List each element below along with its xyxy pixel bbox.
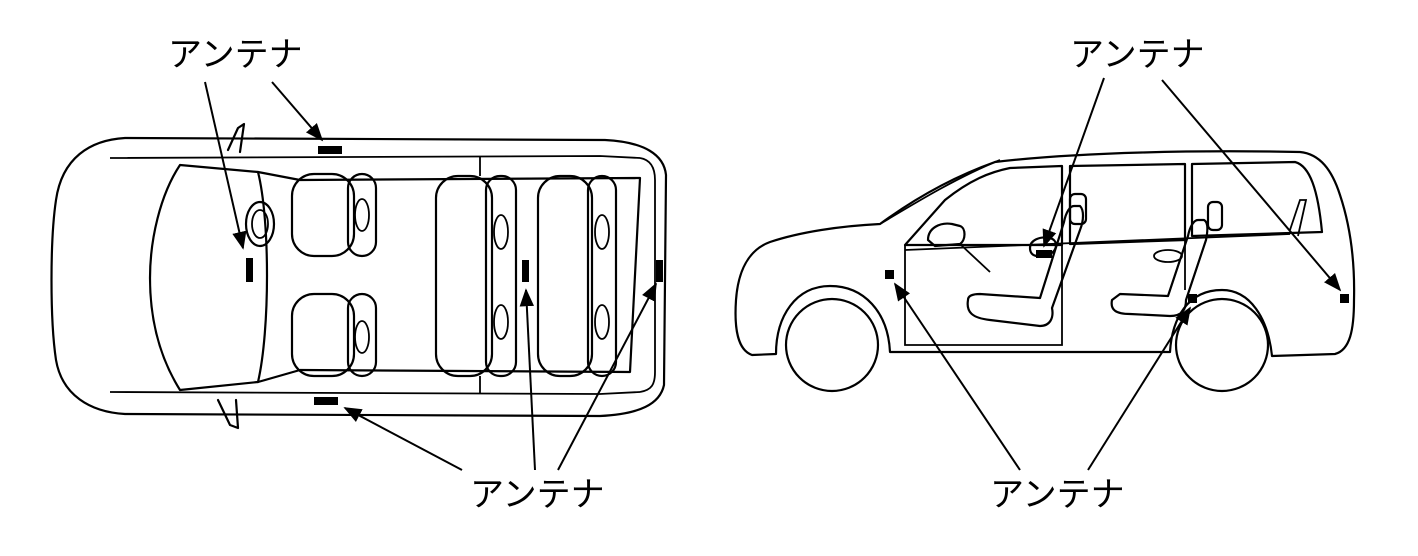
arrow-bottom-3 [557, 282, 657, 471]
side-view-antenna-rear-bumper [1340, 294, 1349, 303]
side-view-dash-seat [926, 222, 966, 248]
side-view-body-outline [734, 150, 1356, 358]
top-view-headrest-5 [594, 214, 610, 250]
arrow-side-bottom-2 [1087, 306, 1191, 471]
side-view-rear-wheel [1174, 297, 1270, 393]
side-view-antenna-rear-floor [1188, 294, 1197, 303]
side-view-front-seat [966, 204, 1085, 328]
top-view-second-row-back [484, 174, 518, 378]
side-view-rear-headrest [1206, 200, 1224, 232]
top-view-antenna-front-center [246, 258, 253, 282]
top-view-front-seat-right-back [346, 292, 378, 378]
top-view-rail-lower [109, 391, 641, 395]
top-view-headrest-3 [493, 214, 509, 250]
top-view-front-seat-left-back [346, 172, 378, 258]
arrow-side-top-2 [1161, 79, 1342, 292]
side-view-window-rear [1190, 160, 1324, 238]
side-view-front-wheel [784, 297, 880, 393]
label-antenna-top-view-lower: アンテナ [470, 475, 605, 515]
top-view-rail-upper [109, 155, 641, 159]
side-view-antenna-front-door [885, 270, 894, 279]
label-antenna-side-view-lower: アンテナ [990, 475, 1125, 515]
arrow-side-bottom-1 [893, 282, 1021, 471]
side-view-window-front [903, 164, 1064, 247]
arrow-side-top-1 [1042, 77, 1105, 248]
top-view-headrest-1 [354, 198, 370, 232]
top-view-antenna-center [522, 260, 529, 282]
arrow-top-1 [271, 81, 324, 142]
side-view-third-row [1289, 199, 1308, 237]
top-view-front-seat-left [290, 172, 356, 258]
side-view-roof-line [879, 159, 1001, 225]
top-view-mirror-lower [216, 398, 240, 430]
side-view-antenna-console [1036, 250, 1052, 258]
side-view-belt-line [904, 233, 1291, 251]
top-view-mirror-upper [226, 122, 246, 154]
side-view-door-handle [1153, 249, 1183, 263]
arrow-top-2 [204, 81, 247, 250]
label-antenna-top-view-upper: アンテナ [168, 35, 303, 75]
top-view-second-row-seat [434, 174, 494, 378]
arrow-bottom-1 [343, 407, 463, 471]
side-view-rear-seat [1110, 218, 1209, 318]
top-view-antenna-side-lower [314, 397, 338, 405]
top-view-steering-wheel [244, 200, 276, 248]
side-view-front-headrest [1068, 192, 1088, 226]
arrow-bottom-2 [519, 288, 536, 471]
vehicle-side-view [734, 77, 1356, 471]
top-view-cabin-outline [148, 163, 642, 392]
top-view-steering-hub [251, 209, 269, 239]
top-view-third-row-seat [536, 174, 594, 378]
top-view-rear-hatch [639, 157, 656, 393]
top-view-front-seat-right [290, 292, 356, 378]
side-view-steering-column [959, 243, 991, 273]
top-view-antenna-roof-front [318, 146, 342, 154]
vehicle-top-view [50, 81, 668, 471]
top-view-headrest-6 [594, 304, 610, 340]
top-view-headrest-4 [493, 304, 509, 340]
top-view-headrest-2 [354, 320, 370, 354]
label-antenna-side-view-upper: アンテナ [1070, 35, 1205, 75]
top-view-windshield [256, 170, 269, 384]
top-view-antenna-rear [656, 260, 663, 282]
top-view-body-outline [50, 136, 668, 418]
top-view-third-row-back [586, 174, 618, 378]
side-view-window-middle [1068, 162, 1187, 246]
